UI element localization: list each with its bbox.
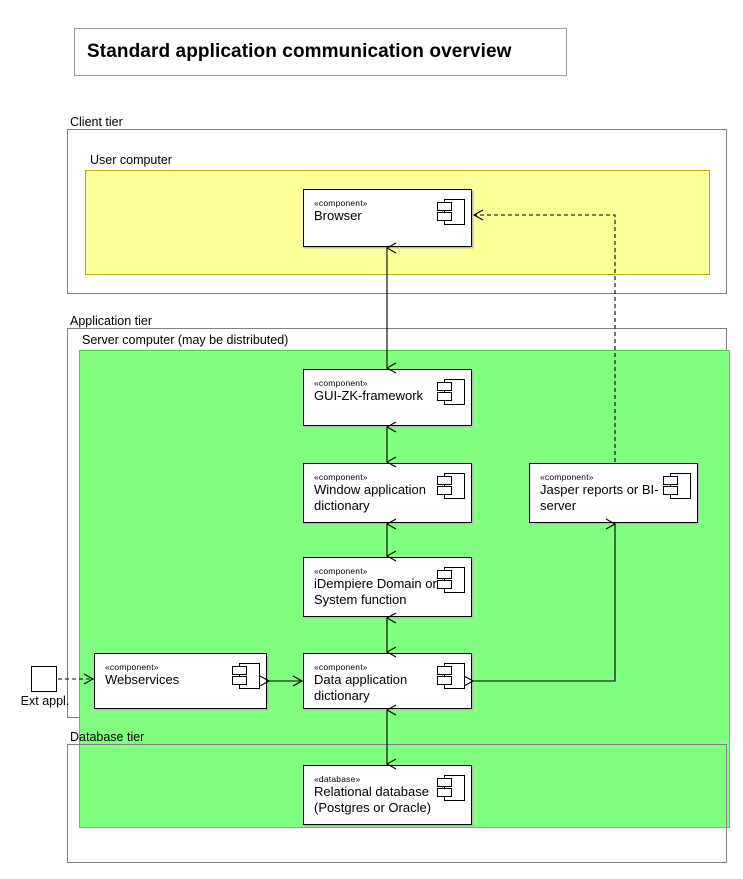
component-icon bbox=[232, 663, 260, 689]
component-stereotype: «component» bbox=[314, 378, 368, 388]
component-stereotype: «component» bbox=[540, 472, 594, 482]
component-idempiere-domain-system-function[interactable]: «component» iDempiere Domain or System f… bbox=[303, 557, 472, 617]
external-application-node[interactable] bbox=[31, 666, 57, 692]
tier-frame-client bbox=[67, 129, 727, 294]
component-name-line2: System function bbox=[314, 592, 407, 607]
node-label-user-computer: User computer bbox=[90, 153, 172, 167]
component-browser[interactable]: «component» Browser bbox=[303, 189, 472, 247]
component-name: Relational database bbox=[314, 784, 429, 799]
node-label-server-computer: Server computer (may be distributed) bbox=[82, 333, 289, 347]
component-icon bbox=[437, 775, 465, 801]
component-window-application-dictionary[interactable]: «component» Window application dictionar… bbox=[303, 463, 472, 523]
component-name: Browser bbox=[314, 208, 362, 223]
component-stereotype: «component» bbox=[314, 566, 368, 576]
component-name-line2: (Postgres or Oracle) bbox=[314, 800, 432, 815]
component-icon bbox=[437, 379, 465, 405]
component-icon bbox=[437, 567, 465, 593]
component-name: iDempiere Domain or bbox=[314, 576, 437, 591]
component-name-line2: server bbox=[540, 498, 577, 513]
component-name-line2: dictionary bbox=[314, 498, 370, 513]
node-panel-server-computer bbox=[79, 350, 730, 828]
component-data-application-dictionary[interactable]: «component» Data application dictionary bbox=[303, 653, 472, 709]
component-name: Window application bbox=[314, 482, 427, 497]
component-name: Jasper reports or BI- bbox=[540, 482, 659, 497]
component-jasper-reports-bi-server[interactable]: «component» Jasper reports or BI- server bbox=[529, 463, 698, 523]
diagram-title-box: Standard application communication overv… bbox=[74, 28, 567, 76]
external-application-label: Ext appl. bbox=[20, 694, 70, 708]
component-stereotype: «component» bbox=[105, 662, 159, 672]
component-icon bbox=[437, 663, 465, 689]
component-name: GUI-ZK-framework bbox=[314, 388, 424, 403]
tier-label-database: Database tier bbox=[70, 730, 145, 744]
component-webservices[interactable]: «component» Webservices bbox=[94, 653, 267, 709]
page-title: Standard application communication overv… bbox=[87, 41, 512, 62]
tier-frame-database bbox=[67, 744, 727, 863]
component-stereotype: «component» bbox=[314, 198, 368, 208]
component-gui-zk-framework[interactable]: «component» GUI-ZK-framework bbox=[303, 369, 472, 426]
tier-label-application: Application tier bbox=[70, 314, 152, 328]
component-icon bbox=[437, 199, 465, 225]
component-stereotype: «component» bbox=[314, 472, 368, 482]
component-icon bbox=[437, 473, 465, 499]
component-relational-database[interactable]: «database» Relational database (Postgres… bbox=[303, 765, 472, 825]
component-name-line2: dictionary bbox=[314, 688, 370, 703]
component-stereotype: «component» bbox=[314, 662, 368, 672]
component-stereotype: «database» bbox=[314, 774, 361, 784]
tier-label-client: Client tier bbox=[70, 115, 123, 129]
component-name: Data application bbox=[314, 672, 408, 687]
component-name: Webservices bbox=[105, 672, 180, 687]
component-icon bbox=[663, 473, 691, 499]
